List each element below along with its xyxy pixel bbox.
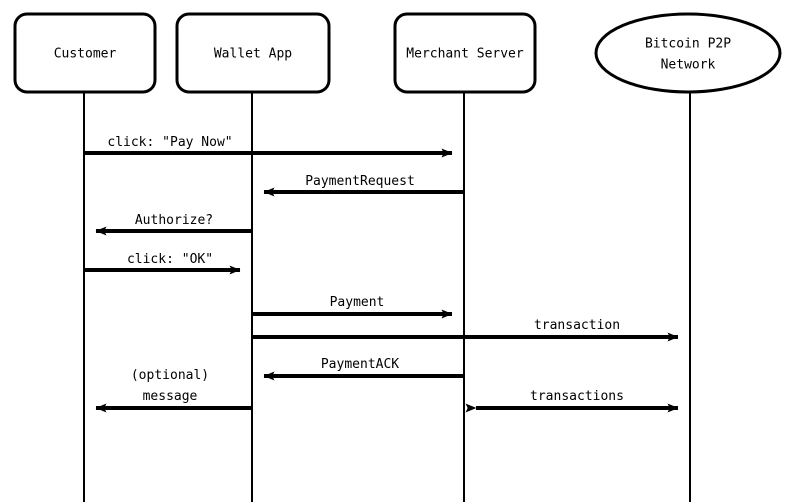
lifelines-group: [83, 92, 691, 502]
participant-label-bitcoin-p2p-network-line2: Network: [661, 58, 716, 73]
message-transaction[interactable]: transaction: [252, 318, 679, 342]
participant-box-merchant-server: [393, 12, 537, 94]
messages-group: click: "Pay Now" PaymentRequest Authoriz…: [84, 135, 679, 413]
message-label-transactions: transactions: [530, 389, 624, 404]
participant-label-merchant-server: Merchant Server: [406, 47, 524, 62]
message-label-click-ok: click: "OK": [127, 252, 213, 267]
message-payment[interactable]: Payment: [252, 295, 453, 319]
participant-merchant-server[interactable]: Merchant Server: [393, 12, 537, 94]
participant-label-wallet-app: Wallet App: [214, 47, 292, 62]
message-label-authorize: Authorize?: [135, 213, 213, 228]
participant-customer[interactable]: Customer: [13, 12, 157, 94]
message-optional-message[interactable]: (optional) message: [95, 368, 252, 413]
participant-box-customer: [13, 12, 157, 94]
message-label-optional-message-line2: message: [143, 389, 198, 404]
message-click-pay-now[interactable]: click: "Pay Now": [84, 135, 453, 158]
message-label-payment-request: PaymentRequest: [305, 174, 415, 189]
participant-ellipse-bitcoin-p2p-network: [594, 12, 782, 94]
message-payment-request[interactable]: PaymentRequest: [263, 174, 464, 197]
message-label-click-pay-now: click: "Pay Now": [107, 135, 232, 150]
message-authorize[interactable]: Authorize?: [95, 213, 252, 236]
message-payment-ack[interactable]: PaymentACK: [263, 357, 464, 381]
message-label-transaction: transaction: [534, 318, 620, 333]
participants-group: Customer Wallet App Merchant Server Bitc…: [13, 12, 782, 94]
message-click-ok[interactable]: click: "OK": [84, 252, 241, 275]
participant-label-bitcoin-p2p-network-line1: Bitcoin P2P: [645, 37, 731, 52]
participant-label-customer: Customer: [54, 47, 117, 62]
message-label-payment: Payment: [330, 295, 385, 310]
participant-box-wallet-app: [175, 12, 331, 94]
message-label-optional-message-line1: (optional): [131, 368, 209, 383]
message-label-payment-ack: PaymentACK: [321, 357, 399, 372]
participant-wallet-app[interactable]: Wallet App: [175, 12, 331, 94]
message-transactions[interactable]: transactions: [465, 389, 679, 413]
participant-bitcoin-p2p-network[interactable]: Bitcoin P2P Network: [594, 12, 782, 94]
